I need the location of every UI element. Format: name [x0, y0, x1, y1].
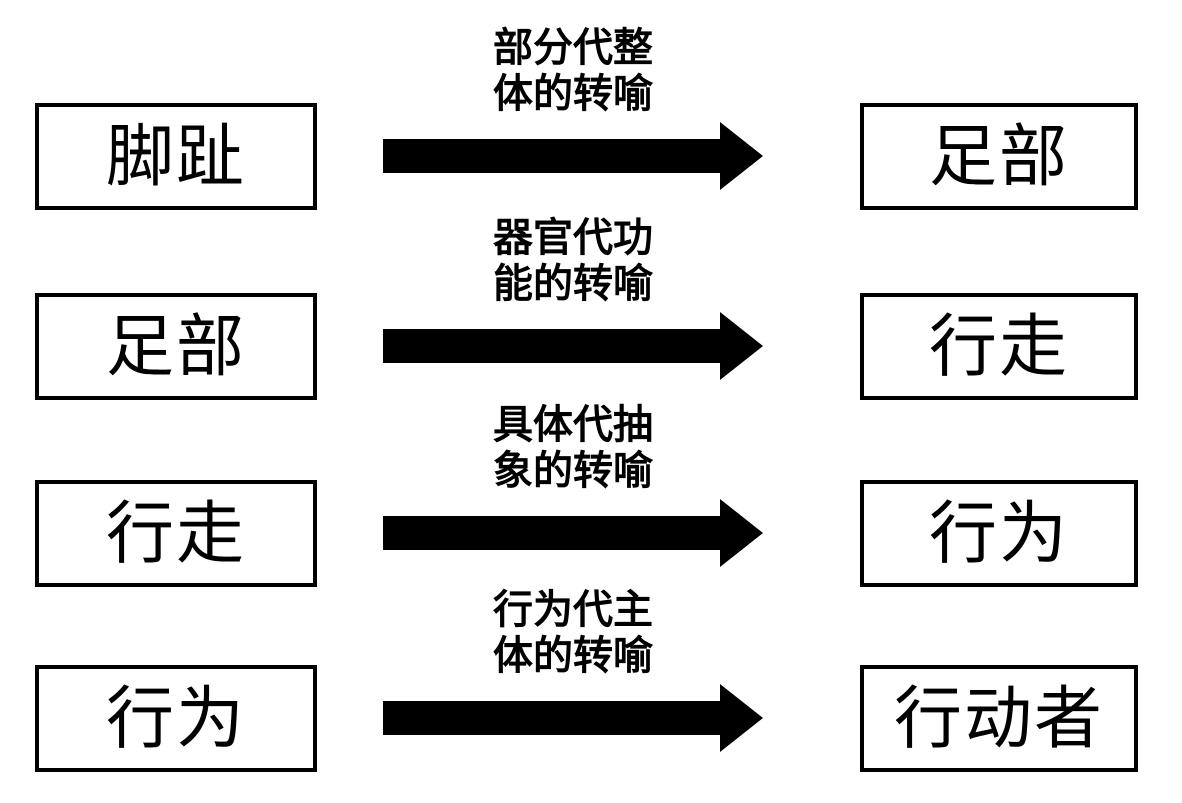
mapping-row-1: 脚趾 部分代整 体的转喻 足部 [0, 25, 1182, 210]
relation-label: 器官代功 能的转喻 [493, 215, 653, 306]
target-box: 足部 [860, 103, 1138, 210]
source-box: 行为 [35, 665, 317, 772]
mapping-row-2: 足部 器官代功 能的转喻 行走 [0, 215, 1182, 400]
arrow-right-icon [383, 122, 763, 190]
relation-label: 部分代整 体的转喻 [493, 25, 653, 116]
target-box: 行走 [860, 293, 1138, 400]
arrow-right-icon [383, 312, 763, 380]
arrow-right-icon [383, 684, 763, 752]
arrow-right-icon [383, 499, 763, 567]
source-box: 足部 [35, 293, 317, 400]
mapping-row-4: 行为 行为代主 体的转喻 行动者 [0, 587, 1182, 772]
relation-label: 具体代抽 象的转喻 [493, 402, 653, 493]
source-box: 脚趾 [35, 103, 317, 210]
source-box: 行走 [35, 480, 317, 587]
target-box: 行动者 [860, 665, 1138, 772]
relation-label: 行为代主 体的转喻 [493, 587, 653, 678]
target-box: 行为 [860, 480, 1138, 587]
mapping-row-3: 行走 具体代抽 象的转喻 行为 [0, 402, 1182, 587]
